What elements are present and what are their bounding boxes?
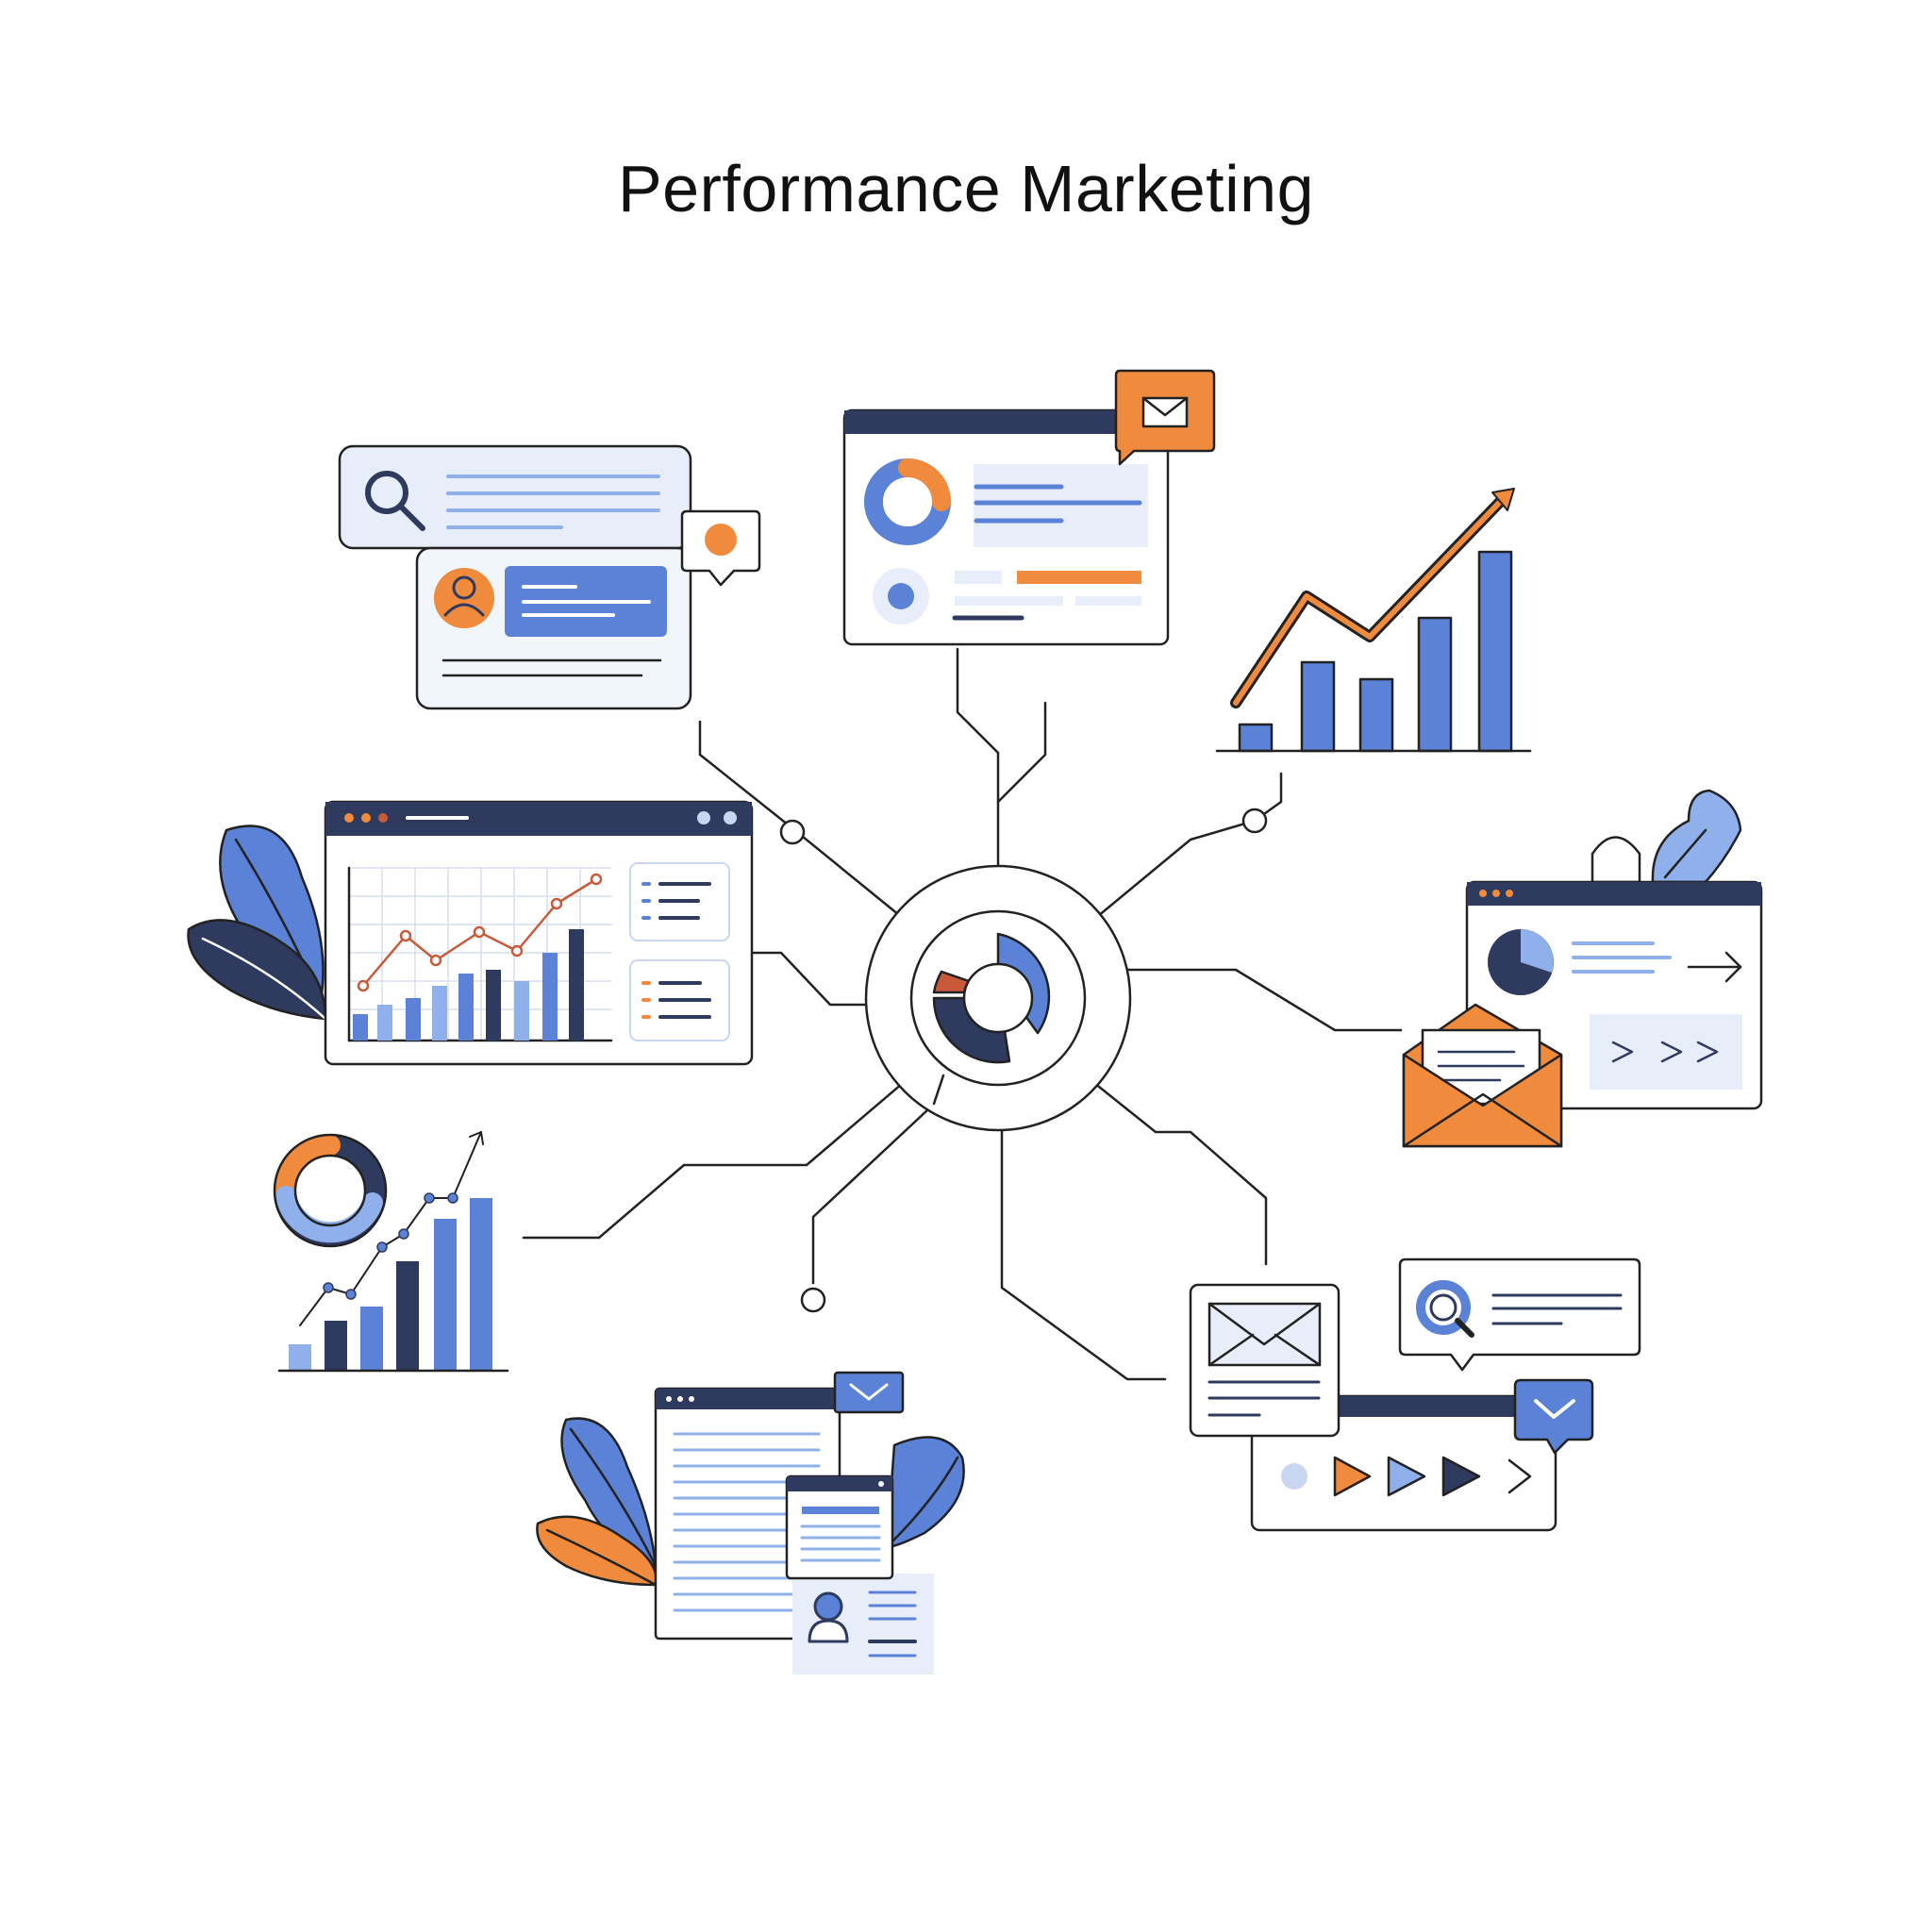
email-card-lines [1208, 1380, 1321, 1417]
dashboard-stat-bar [1075, 596, 1141, 606]
trend-arrow-icon [299, 1131, 484, 1326]
avatar-dot-icon [873, 568, 929, 625]
email-badge-icon [833, 1371, 905, 1414]
search-result-lines [446, 475, 660, 529]
email-campaign-window[interactable] [1402, 789, 1763, 1148]
form-lines [800, 1524, 881, 1562]
donut-chart-icon [273, 1133, 388, 1248]
window-dot [666, 1396, 672, 1402]
connector-node-dot [779, 819, 806, 845]
dashboard-text-lines [974, 484, 1142, 524]
video-progress-dot [1281, 1463, 1307, 1490]
campaign-text-lines [1572, 941, 1672, 974]
leaf-icon [187, 824, 327, 1021]
connector-bottom-left [811, 1107, 931, 1285]
dashboard-highlight-bar [1017, 571, 1141, 584]
page-title: Performance Marketing [617, 152, 1314, 225]
content-document-stack[interactable] [536, 1371, 965, 1674]
window-dot [1492, 890, 1500, 897]
bar-chart-icon [353, 929, 584, 1041]
window-dot [677, 1396, 683, 1402]
search-ad-card[interactable] [338, 444, 761, 710]
window-dot [378, 813, 388, 823]
ad-headline-lines [522, 585, 651, 617]
central-hub [864, 864, 1132, 1132]
envelope-icon [1208, 1302, 1322, 1367]
analytics-titlebar [325, 802, 752, 836]
checkmark-bubble-icon [1513, 1378, 1594, 1455]
search-bar-panel [338, 444, 692, 550]
line-chart-icon [357, 873, 603, 992]
growth-bar [1477, 550, 1513, 753]
user-profile-card [792, 1574, 934, 1674]
list-icon [641, 981, 711, 1019]
campaign-action-panel [1590, 1014, 1742, 1090]
hub-tick [932, 1074, 945, 1106]
fast-forward-icon [1611, 1041, 1719, 1063]
growth-bar [1358, 677, 1394, 753]
hub-center [962, 962, 1034, 1034]
document-titlebar [656, 1389, 840, 1409]
leaf-icon [536, 1417, 965, 1587]
user-avatar-icon [434, 568, 494, 628]
growth-bar [1238, 723, 1274, 753]
dashboard-stat-bar [955, 596, 1063, 606]
window-control [697, 811, 710, 824]
window-control [724, 811, 737, 824]
connector-lines [522, 647, 1403, 1381]
donut-and-bars-chart [273, 1131, 509, 1373]
form-titlebar [787, 1476, 892, 1491]
hub-inner-ring [909, 909, 1087, 1087]
user-profile-icon [808, 1591, 917, 1657]
magnifier-icon [365, 471, 425, 531]
growth-bar [1300, 660, 1336, 753]
connector-dashboard-b [996, 701, 1047, 804]
leaf-icon [1591, 789, 1742, 884]
connector-analytics [751, 951, 893, 1007]
dashboard-text-panel [974, 464, 1148, 547]
pie-chart-icon [1488, 929, 1554, 995]
window-dot [361, 813, 371, 823]
form-header-bar [802, 1507, 879, 1514]
window-dot [344, 813, 354, 823]
connector-search-card [698, 720, 936, 945]
search-bubble-icon [1398, 1257, 1641, 1372]
connector-messaging-b [1059, 1055, 1268, 1266]
video-player-titlebar [1321, 1396, 1556, 1417]
campaign-titlebar [1467, 882, 1761, 906]
donut-bars [289, 1198, 492, 1371]
window-dot [689, 1396, 694, 1402]
trend-arrow-icon [1230, 488, 1515, 708]
connector-node-dot [800, 1287, 826, 1313]
envelope-icon [1402, 1003, 1563, 1148]
connector-donut-bars [522, 1055, 936, 1240]
donut-chart-icon [864, 458, 951, 545]
window-dot [1479, 890, 1487, 897]
window-dot [1506, 890, 1513, 897]
notification-bubble-icon [680, 509, 761, 587]
growth-bar [1417, 616, 1453, 753]
window-dot [878, 1481, 884, 1487]
connector-dashboard-a [956, 647, 1000, 917]
list-icon [641, 882, 711, 920]
connector-messaging-a [1000, 1097, 1167, 1381]
email-notification-icon [1114, 369, 1216, 466]
analytics-window[interactable] [187, 800, 754, 1066]
connector-growth-chart [1069, 772, 1283, 941]
connector-node-dot [1241, 808, 1268, 834]
messaging-cluster[interactable] [1189, 1257, 1641, 1532]
play-sequence-icon [1333, 1456, 1532, 1497]
growth-bar-chart [1215, 488, 1532, 753]
dashboard-titlebar [844, 410, 1168, 434]
arrow-right-icon [1687, 951, 1742, 983]
dashboard-window[interactable] [842, 369, 1216, 646]
dashboard-stat-pill [955, 571, 1002, 584]
